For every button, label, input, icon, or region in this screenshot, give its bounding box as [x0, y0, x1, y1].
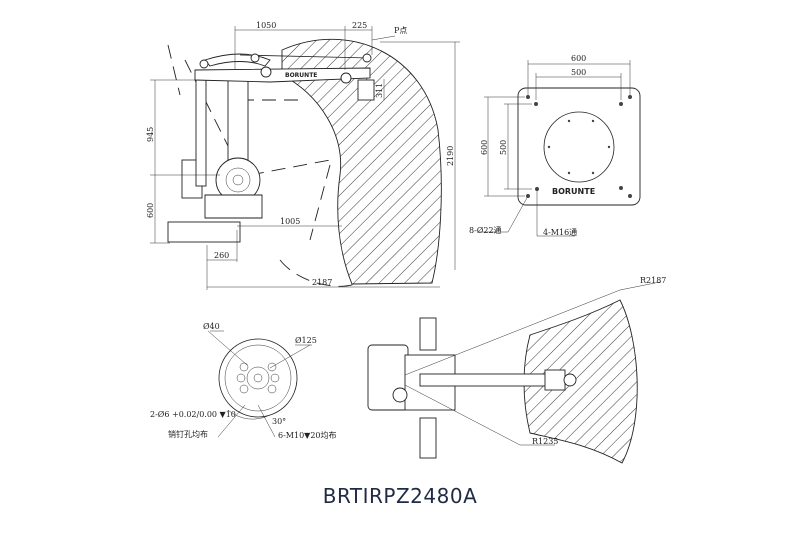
- dim-outer-width: 600: [571, 54, 586, 63]
- dim-wrist-offset: 225: [352, 21, 367, 30]
- through-holes-label: 8-Ø22通: [469, 225, 502, 235]
- thread-holes-label: 4-M16通: [543, 227, 577, 237]
- dim-upper-height: 945: [146, 127, 155, 142]
- arm-brand-logo: BORUNTE: [285, 72, 317, 79]
- plan-wrist: [544, 369, 566, 391]
- end-effector: [357, 79, 375, 101]
- dim-total-height: 2190: [446, 146, 455, 166]
- dim-base-offset: 260: [214, 251, 229, 260]
- pin-note-label: 销钉孔均布: [168, 429, 208, 439]
- outer-radius-label: R2187: [640, 276, 666, 285]
- rear-link: [195, 75, 207, 187]
- side-view: BORUNTE 1050 225 P点 945 600 2190 1005 26…: [146, 21, 460, 290]
- dim-arm-reach: 1050: [256, 21, 276, 30]
- work-envelope-hatch: [281, 38, 442, 285]
- dim-outer-depth: 600: [480, 140, 489, 155]
- dim-flange-drop: 311: [375, 83, 384, 98]
- base-plate: [517, 87, 641, 206]
- dia-125-label: Ø125: [295, 336, 317, 345]
- motor-top: [419, 317, 437, 351]
- model-title: BRTIRPZ2480A: [322, 484, 478, 508]
- dim-inner-depth: 500: [499, 140, 508, 155]
- inner-radius-label: R1235: [532, 437, 558, 446]
- base-circle: [543, 111, 615, 183]
- flange-outer: [218, 338, 298, 418]
- base-top-view: BORUNTE 600 500 600 500 8-Ø22通 4-M16通: [469, 54, 641, 237]
- robot-column: [227, 69, 249, 161]
- flange-view: Ø40 Ø125 2-Ø6 +0.02/0.00 ▼10 销钉孔均布 30° 6…: [150, 322, 337, 440]
- robot-base: [167, 221, 241, 243]
- plan-view: R2187 R1235: [367, 276, 666, 464]
- plan-arm: [419, 373, 561, 387]
- dia-40-label: Ø40: [203, 322, 220, 331]
- angle-label: 30°: [272, 417, 286, 426]
- plan-work-envelope-hatch: [523, 299, 638, 464]
- dim-base-height: 600: [146, 203, 155, 218]
- screw-holes-label: 6-M10▼20均布: [278, 430, 337, 440]
- p-point-label: P点: [394, 26, 407, 35]
- motor-bottom: [419, 417, 437, 459]
- upper-arm: [194, 67, 371, 83]
- dim-total-reach: 2187: [312, 278, 332, 287]
- pin-holes-label: 2-Ø6 +0.02/0.00 ▼10: [150, 410, 236, 419]
- dim-inner-radius: 1005: [280, 217, 300, 226]
- dim-inner-width: 500: [571, 68, 586, 77]
- base-brand-logo: BORUNTE: [552, 187, 595, 196]
